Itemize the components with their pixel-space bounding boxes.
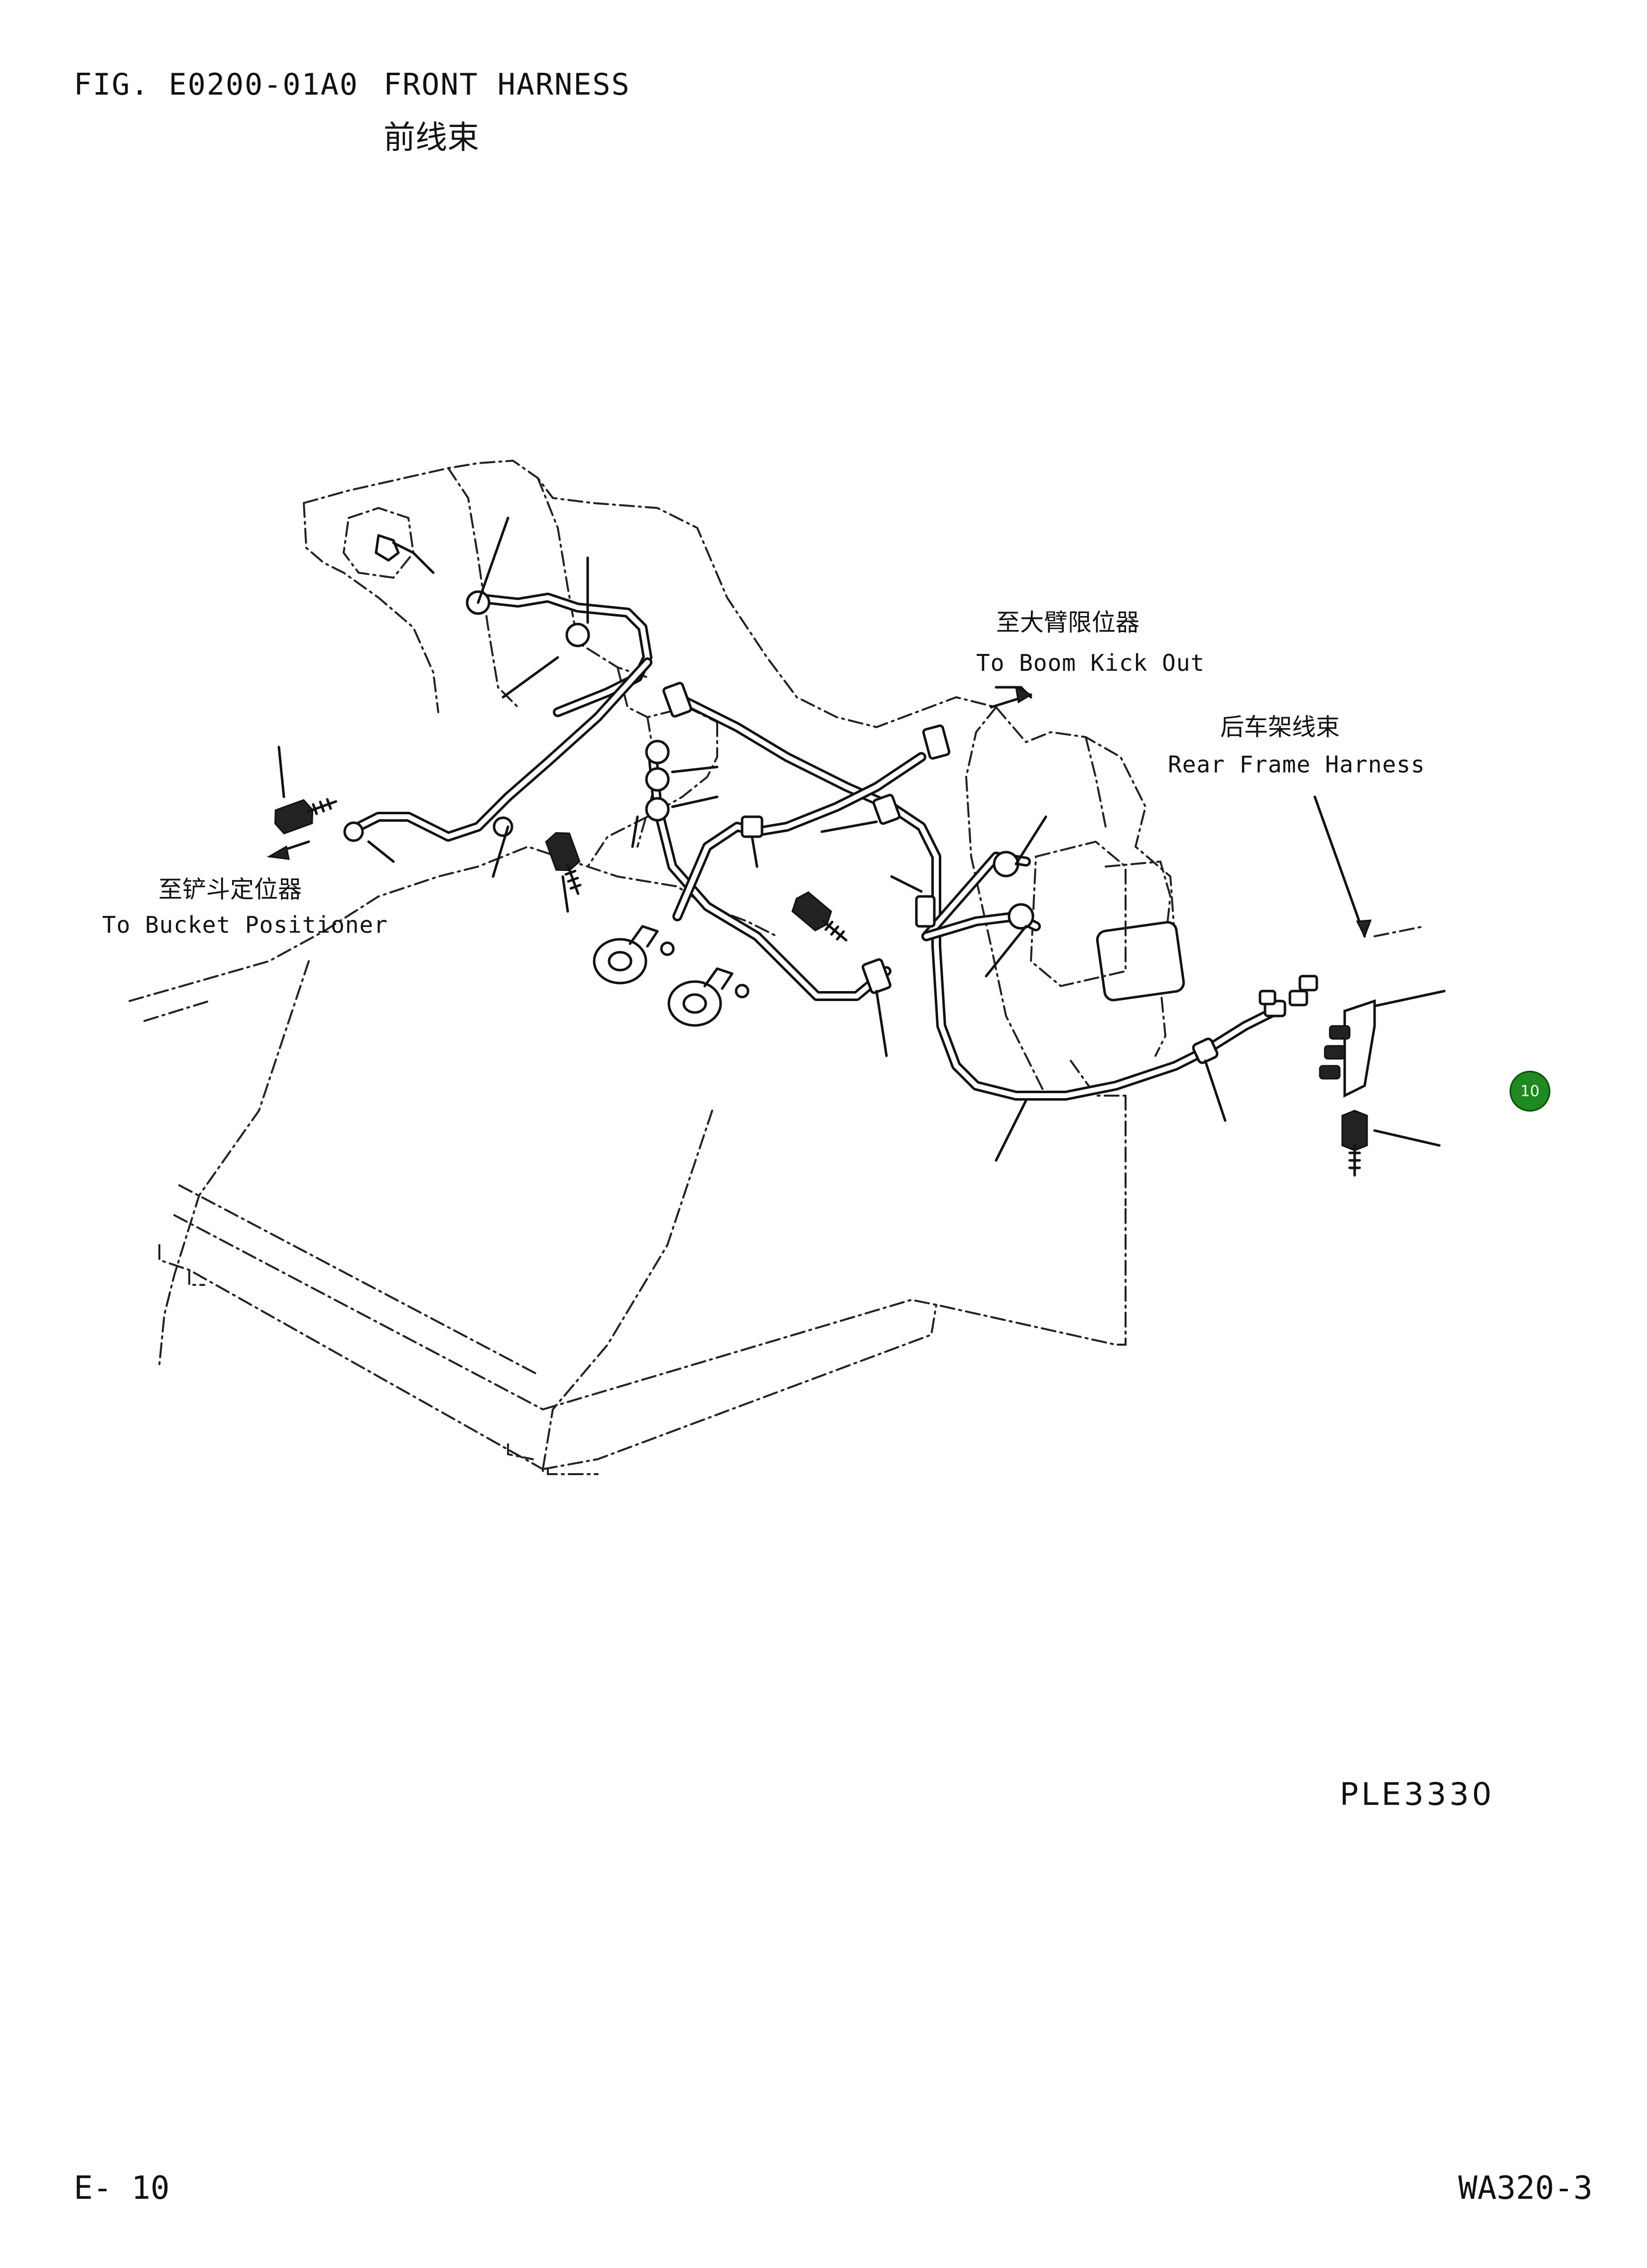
callout-arrows [266,686,1425,938]
figure-title-english: FRONT HARNESS [383,67,631,102]
callout-bucket-positioner-en: To Bucket Positioner [102,911,388,938]
model-number: WA320-3 [1458,2170,1593,2207]
callout-bucket-positioner-zh: 至铲斗定位器 [158,876,302,903]
figure-title-chinese: 前线束 [383,120,479,156]
callout-rear-frame-harness-zh: 后车架线束 [1220,713,1340,741]
figure-code: FIG. E0200-01A0 [74,67,359,102]
item-number-badge[interactable]: 10 [1510,1071,1550,1112]
connector-bracket [1259,975,1376,1098]
front-frame-outline [128,459,1177,1475]
right-lamp-housing [1029,840,1185,1002]
bolts [274,798,1368,1177]
callout-boom-kick-out-en: To Boom Kick Out [976,649,1205,676]
callout-rear-frame-harness-en: Rear Frame Harness [1168,751,1425,778]
horn-assemblies [593,925,750,1027]
drawing-code: PLE3330 [1340,1776,1495,1812]
leader-lines [277,516,1446,1162]
front-harness-wire [344,593,1280,1101]
callout-boom-kick-out-zh: 至大臂限位器 [996,609,1140,636]
page-number: E- 10 [74,2170,170,2207]
left-lamp-housing [342,506,435,579]
harness-clamps [343,590,1219,1064]
